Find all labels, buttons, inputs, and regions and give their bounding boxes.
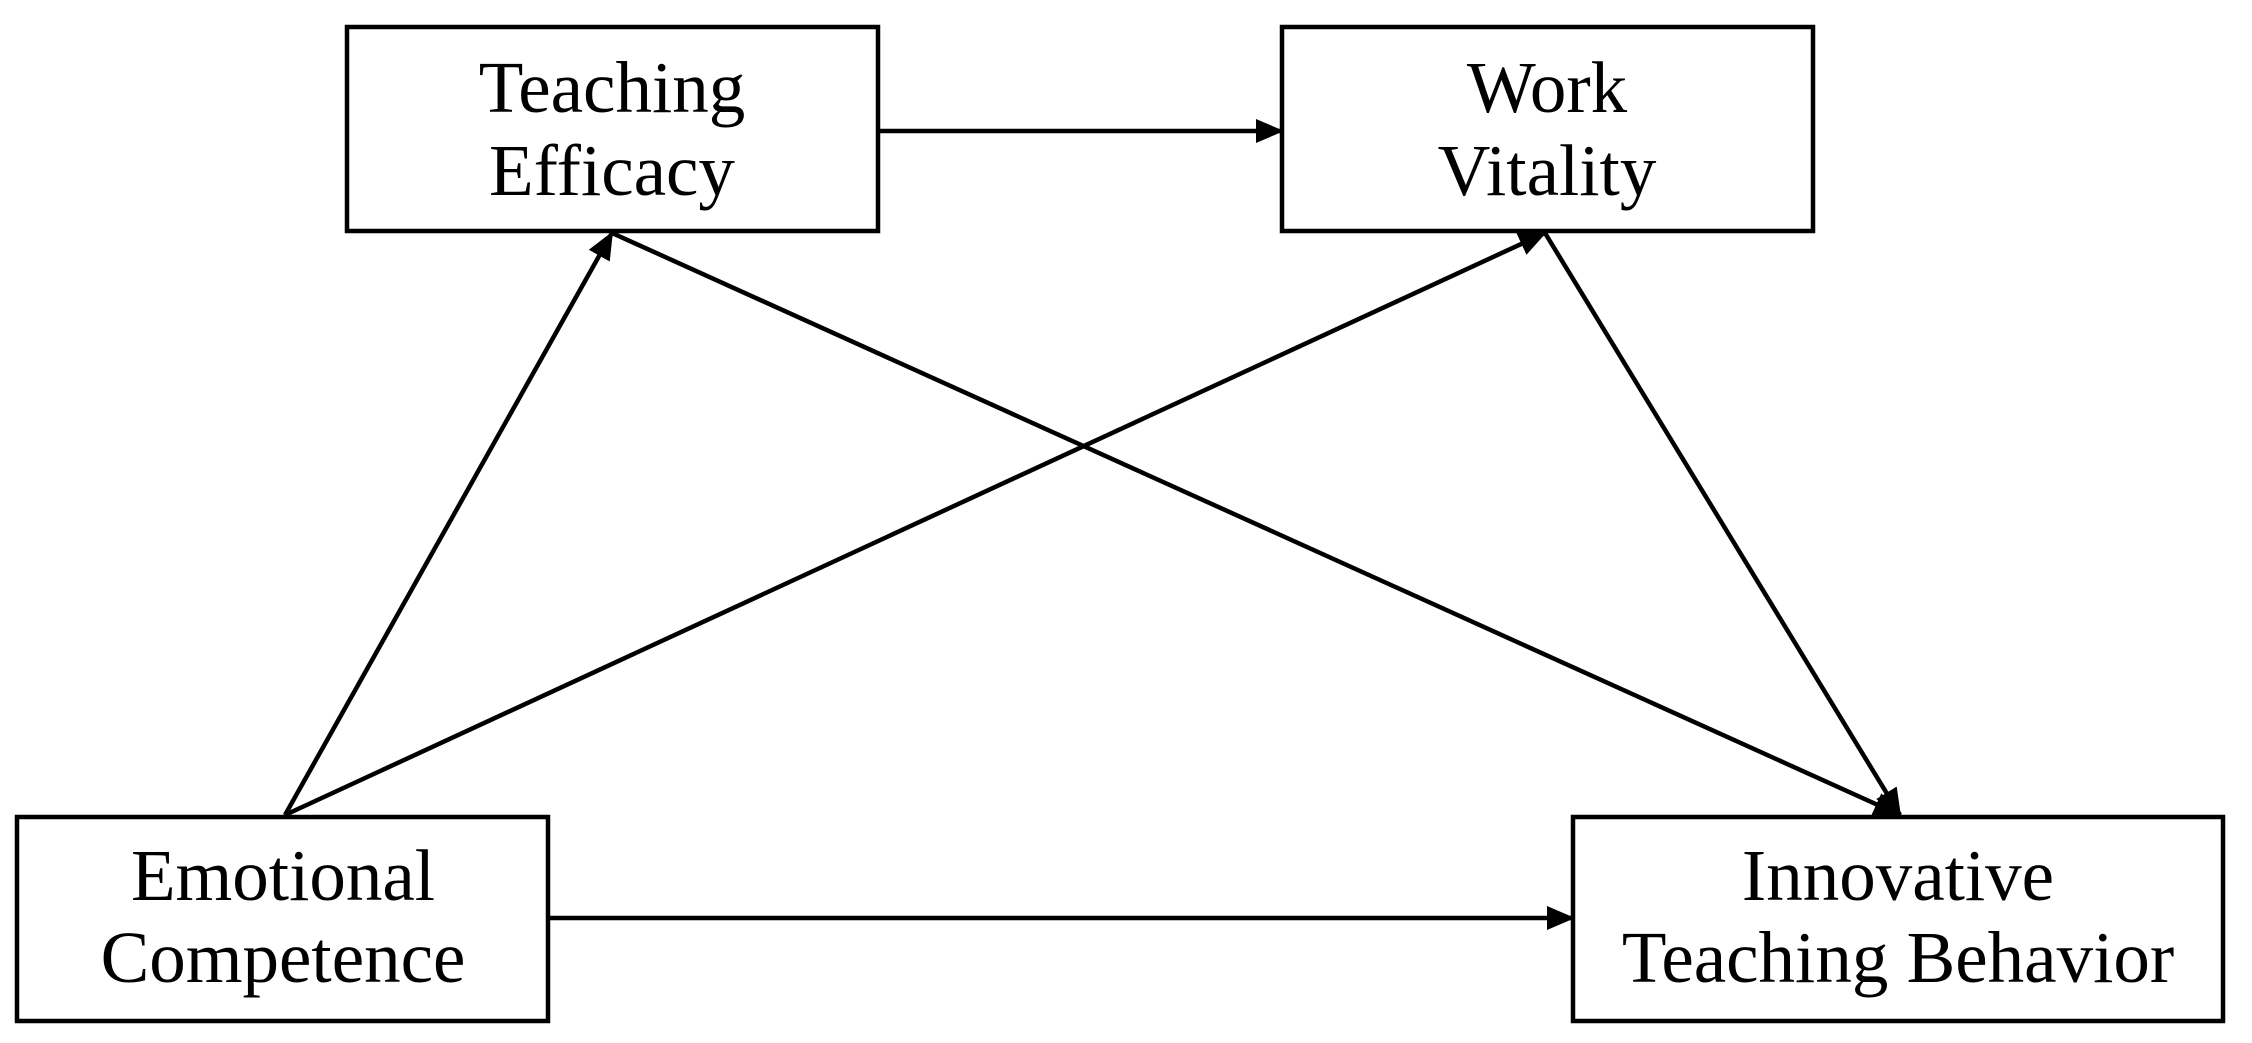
node-label-line1: Teaching <box>479 47 745 128</box>
node-box <box>1570 814 2226 1024</box>
node-box <box>14 814 551 1024</box>
node-work-vitality: Work Vitality <box>1279 24 1816 234</box>
node-box <box>1279 24 1816 234</box>
node-label-line1: Work <box>1467 47 1628 128</box>
edge-emotional-competence-to-teaching-efficacy <box>283 231 614 817</box>
node-label-line2: Efficacy <box>489 130 735 211</box>
node-innovative-teaching-behavior: Innovative Teaching Behavior <box>1570 814 2226 1024</box>
node-label-line1: Innovative <box>1742 835 2054 916</box>
node-label-line2: Vitality <box>1438 130 1657 211</box>
node-emotional-competence: Emotional Competence <box>14 814 551 1024</box>
edge-emotional-competence-to-work-vitality <box>284 230 1547 818</box>
node-box <box>344 24 881 234</box>
node-label-line2: Competence <box>101 917 466 998</box>
edges <box>283 119 1902 930</box>
node-label-line2: Teaching Behavior <box>1622 917 2174 998</box>
node-teaching-efficacy: Teaching Efficacy <box>344 24 881 234</box>
edge-teaching-efficacy-to-innovative-teaching-behavior <box>611 230 1902 818</box>
edge-work-vitality-to-innovative-teaching-behavior <box>1543 231 1902 817</box>
node-label-line1: Emotional <box>131 835 435 916</box>
